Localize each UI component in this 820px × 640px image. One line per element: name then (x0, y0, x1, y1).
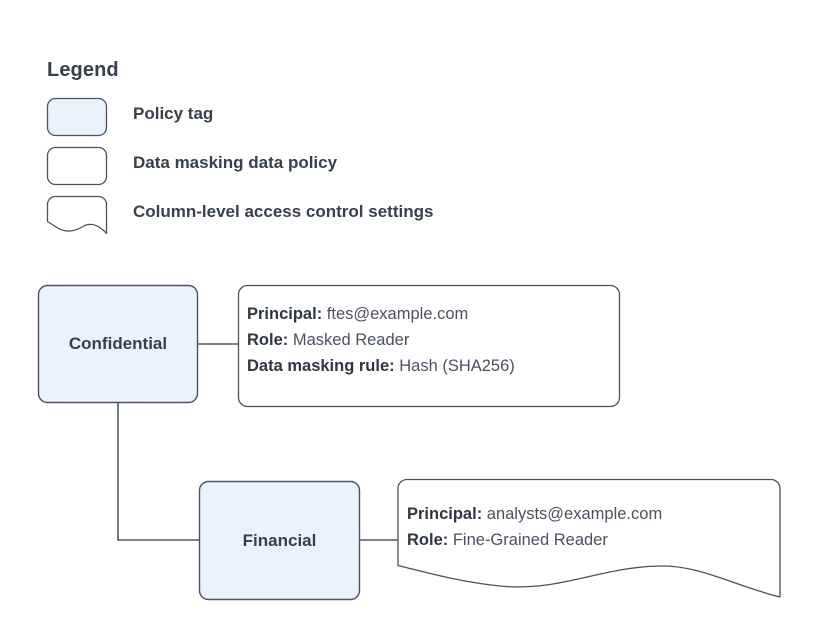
node-confidential-shape[interactable] (37, 284, 199, 404)
callout-key-principal: Principal: (407, 505, 483, 523)
callout-confidential-policy: Principal: ftes@example.com Role: Masked… (247, 301, 515, 379)
node-financial-shape[interactable] (198, 480, 361, 601)
callout-confidential-shape[interactable] (237, 284, 621, 408)
callout-key-masking-rule: Data masking rule: (247, 357, 395, 375)
legend-swatch-policy-tag-icon (46, 97, 108, 137)
callout-line-role: Role: Fine-Grained Reader (407, 527, 662, 553)
callout-value-role: Fine-Grained Reader (452, 531, 608, 549)
callout-financial-policy: Principal: analysts@example.com Role: Fi… (407, 501, 662, 553)
connector-confidential-to-financial (117, 403, 199, 541)
legend-item-label-column-access-settings: Column-level access control settings (133, 202, 434, 221)
node-financial-label: Financial (242, 530, 317, 550)
callout-key-role: Role: (247, 331, 289, 349)
callout-value-principal: ftes@example.com (326, 305, 469, 323)
legend-item-label-data-masking-policy: Data masking data policy (133, 153, 338, 172)
legend-item-label-policy-tag: Policy tag (133, 104, 214, 123)
callout-key-role: Role: (407, 531, 449, 549)
callout-line-principal: Principal: analysts@example.com (407, 501, 662, 527)
node-confidential[interactable]: Confidential (38, 285, 198, 403)
node-confidential-label: Confidential (68, 334, 168, 353)
callout-value-masking-rule: Hash (SHA256) (399, 357, 515, 375)
callout-value-role: Masked Reader (292, 331, 410, 349)
callout-key-principal: Principal: (247, 305, 323, 323)
legend-swatch-document-icon (46, 195, 108, 235)
legend-title: Legend (47, 59, 119, 81)
callout-line-role: Role: Masked Reader (247, 327, 515, 353)
callout-financial-shape[interactable] (397, 478, 781, 598)
node-financial[interactable]: Financial (199, 481, 360, 600)
callout-value-principal: analysts@example.com (486, 505, 663, 523)
legend-swatch-data-policy-icon (46, 146, 108, 186)
callout-line-principal: Principal: ftes@example.com (247, 301, 515, 327)
callout-line-masking-rule: Data masking rule: Hash (SHA256) (247, 353, 515, 379)
